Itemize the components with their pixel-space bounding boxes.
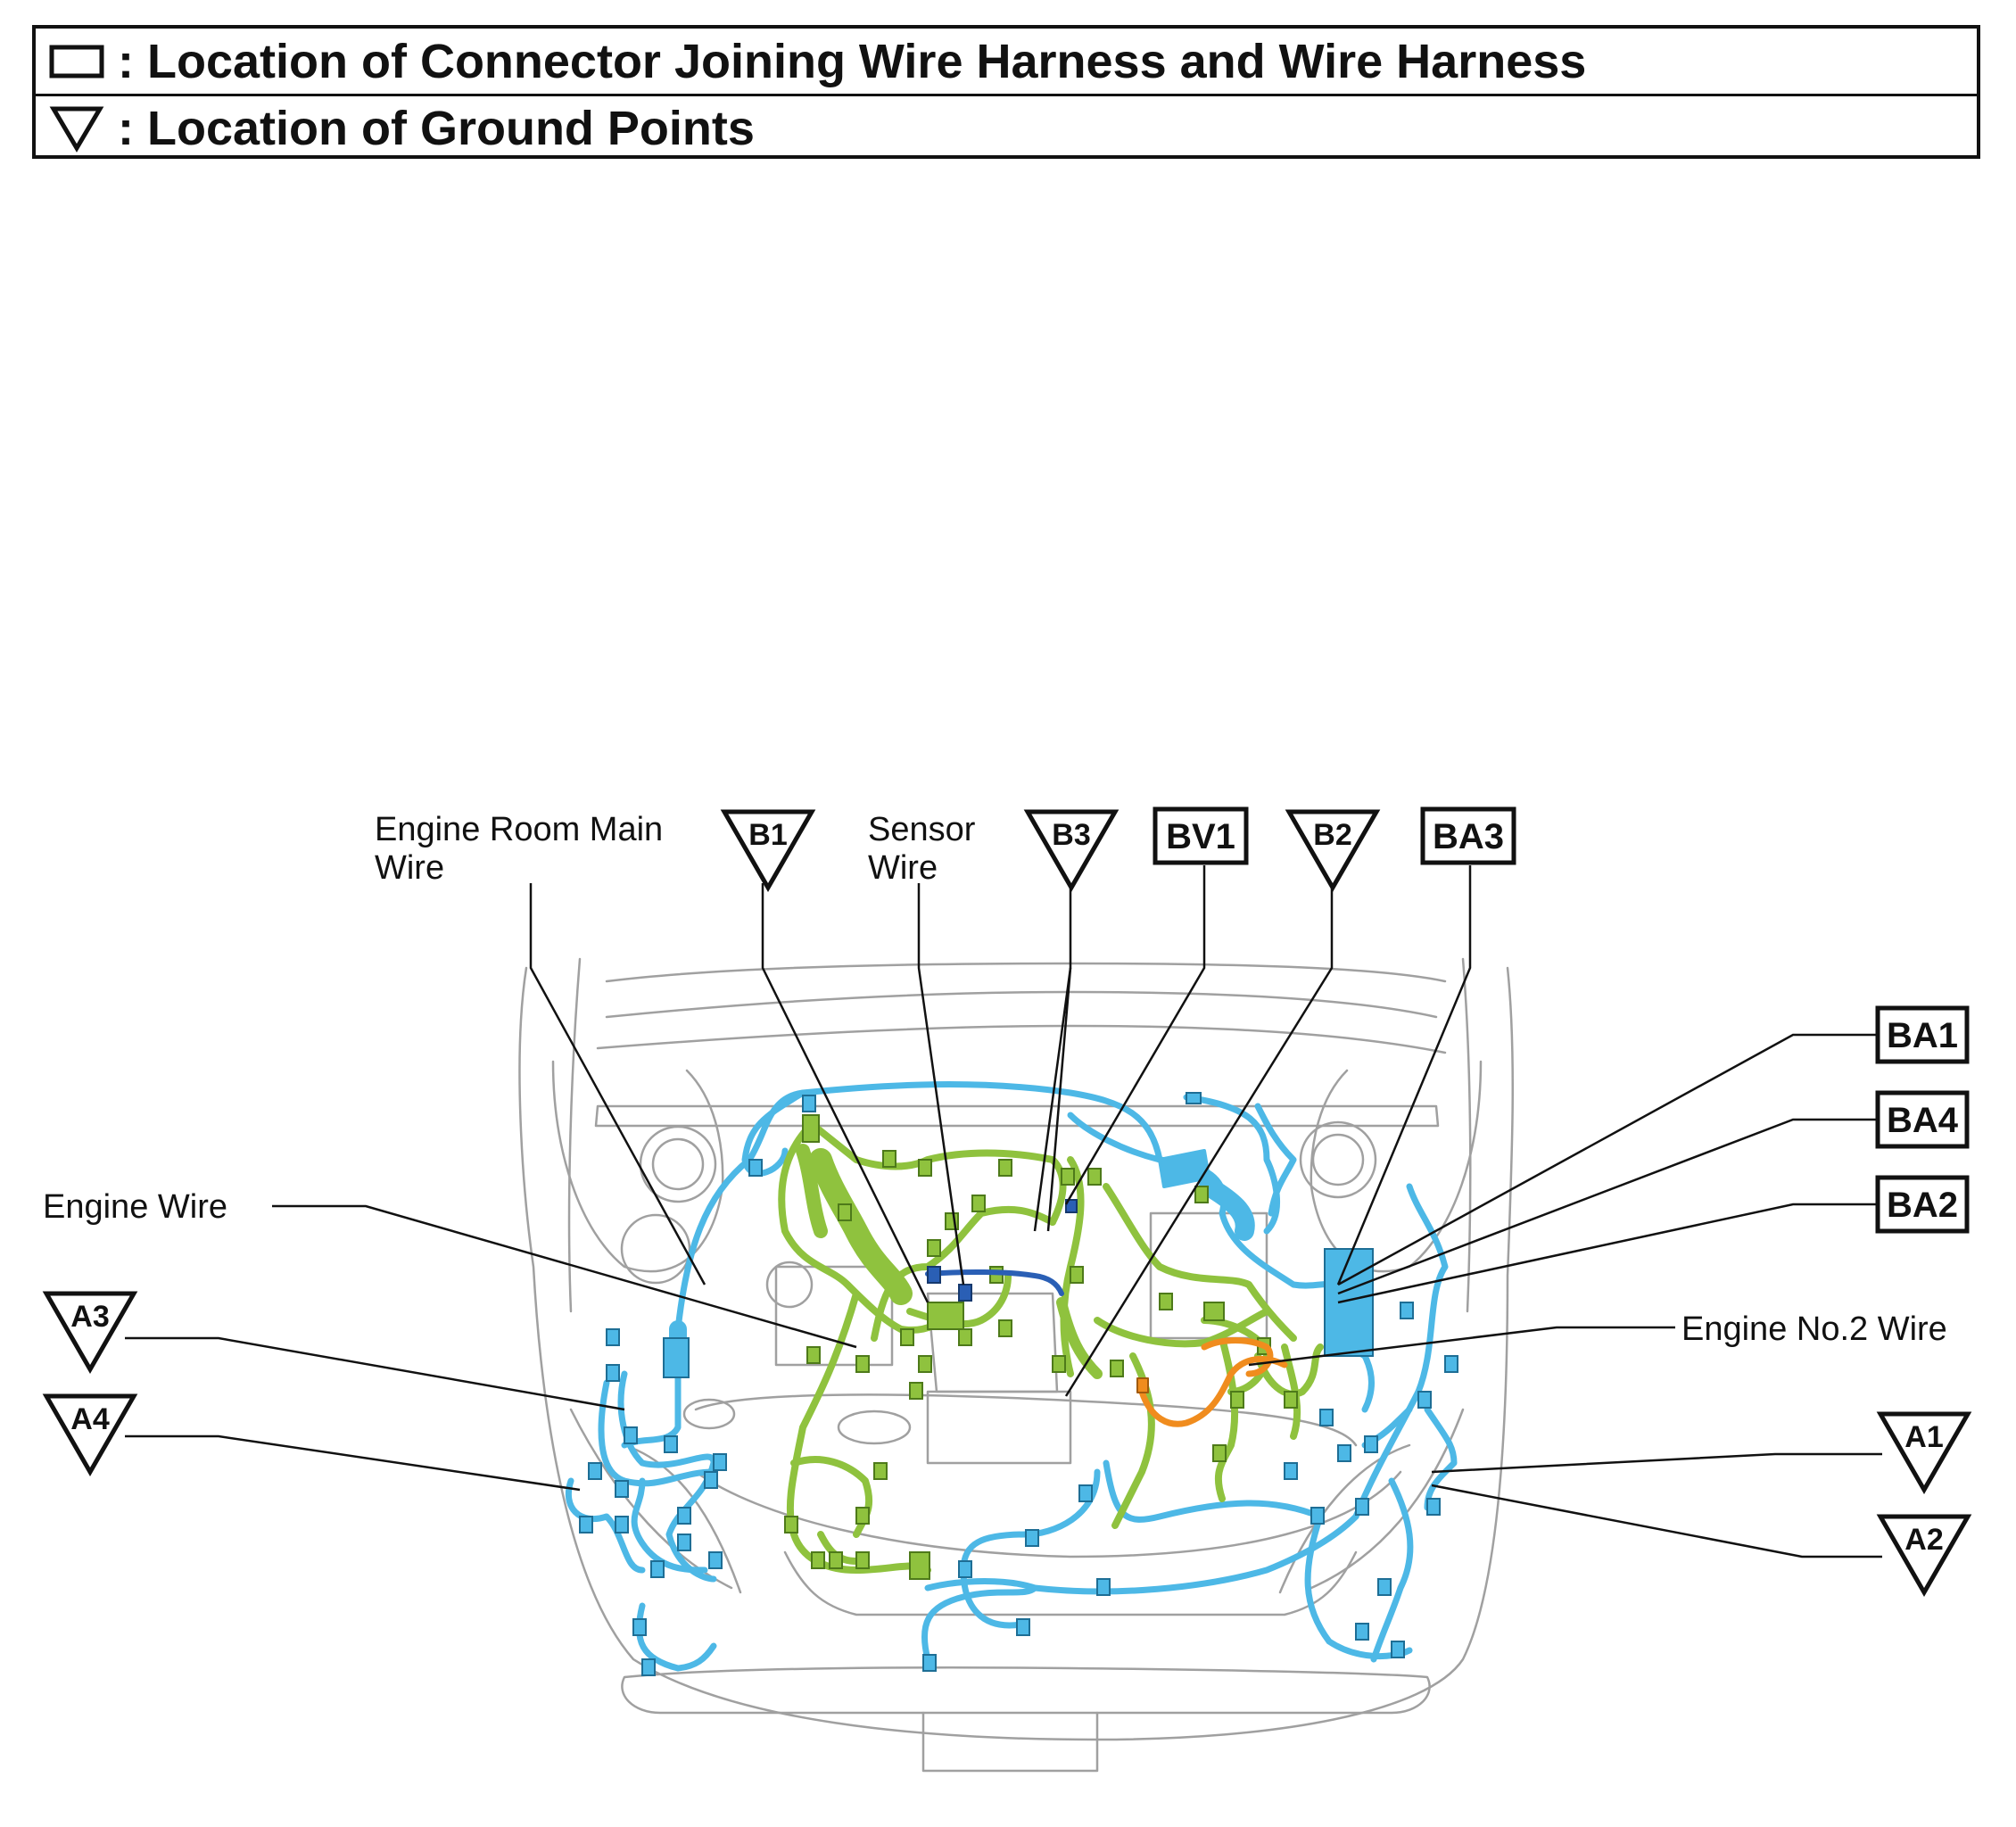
ground-point-a3: A3 — [42, 1291, 138, 1375]
legend-row-connector: : Location of Connector Joining Wire Har… — [36, 29, 1977, 96]
rectangle-outline-icon — [36, 29, 118, 94]
wire-labels: Engine Room Main Wire Sensor Wire Engine… — [43, 811, 1947, 1348]
engine-wire-label: Engine Wire — [43, 1188, 227, 1226]
legend-box: : Location of Connector Joining Wire Har… — [32, 25, 1980, 159]
main-wire-connectors — [579, 1092, 1458, 1676]
triangle-down-outline-icon — [36, 95, 118, 161]
engine-room-main-wire-label-line1: Engine Room Main — [375, 811, 663, 848]
ground-point-a4-label: A4 — [70, 1402, 110, 1436]
ground-point-b1-label: B1 — [748, 818, 787, 852]
ground-point-b2-label: B2 — [1313, 818, 1351, 852]
legend-connector-text: : Location of Connector Joining Wire Har… — [118, 34, 1587, 88]
engine-no2-wire-label: Engine No.2 Wire — [1681, 1310, 1947, 1348]
connector-ba1: BA1 — [1875, 1005, 1970, 1064]
connector-ba4-label: BA4 — [1887, 1101, 1959, 1140]
connector-bv1-label: BV1 — [1166, 817, 1235, 856]
connector-ba1-label: BA1 — [1887, 1016, 1958, 1055]
ground-point-a3-label: A3 — [70, 1300, 109, 1334]
ground-point-a1: A1 — [1876, 1411, 1972, 1495]
ground-point-a2-label: A2 — [1904, 1523, 1943, 1557]
connector-ba3: BA3 — [1420, 806, 1516, 865]
ground-point-a4: A4 — [42, 1393, 138, 1477]
connector-ba4: BA4 — [1875, 1090, 1970, 1149]
ground-point-a2: A2 — [1876, 1514, 1972, 1598]
ground-point-b3-label: B3 — [1052, 818, 1090, 852]
ground-point-b1: B1 — [720, 809, 816, 893]
leader-lines — [125, 865, 1882, 1558]
ground-point-b3: B3 — [1023, 809, 1120, 893]
sensor-wire-label-line2: Wire — [868, 849, 938, 887]
ground-point-b2: B2 — [1285, 809, 1381, 893]
legend-ground-text: : Location of Ground Points — [118, 101, 755, 155]
connector-bv1: BV1 — [1153, 806, 1249, 865]
sensor-wire-label-line1: Sensor — [868, 811, 976, 848]
ground-point-a1-label: A1 — [1904, 1420, 1943, 1454]
engine-no2-wire-harness — [1136, 1337, 1288, 1427]
engine-room-main-wire-label-line2: Wire — [375, 849, 444, 887]
connector-ba2: BA2 — [1875, 1175, 1970, 1234]
connector-ba3-label: BA3 — [1433, 817, 1504, 856]
legend-row-ground: : Location of Ground Points — [36, 95, 1977, 161]
sensor-wire-harness — [925, 1199, 1078, 1302]
engine-wire-connectors — [784, 1114, 1298, 1580]
connector-ba2-label: BA2 — [1887, 1186, 1958, 1225]
